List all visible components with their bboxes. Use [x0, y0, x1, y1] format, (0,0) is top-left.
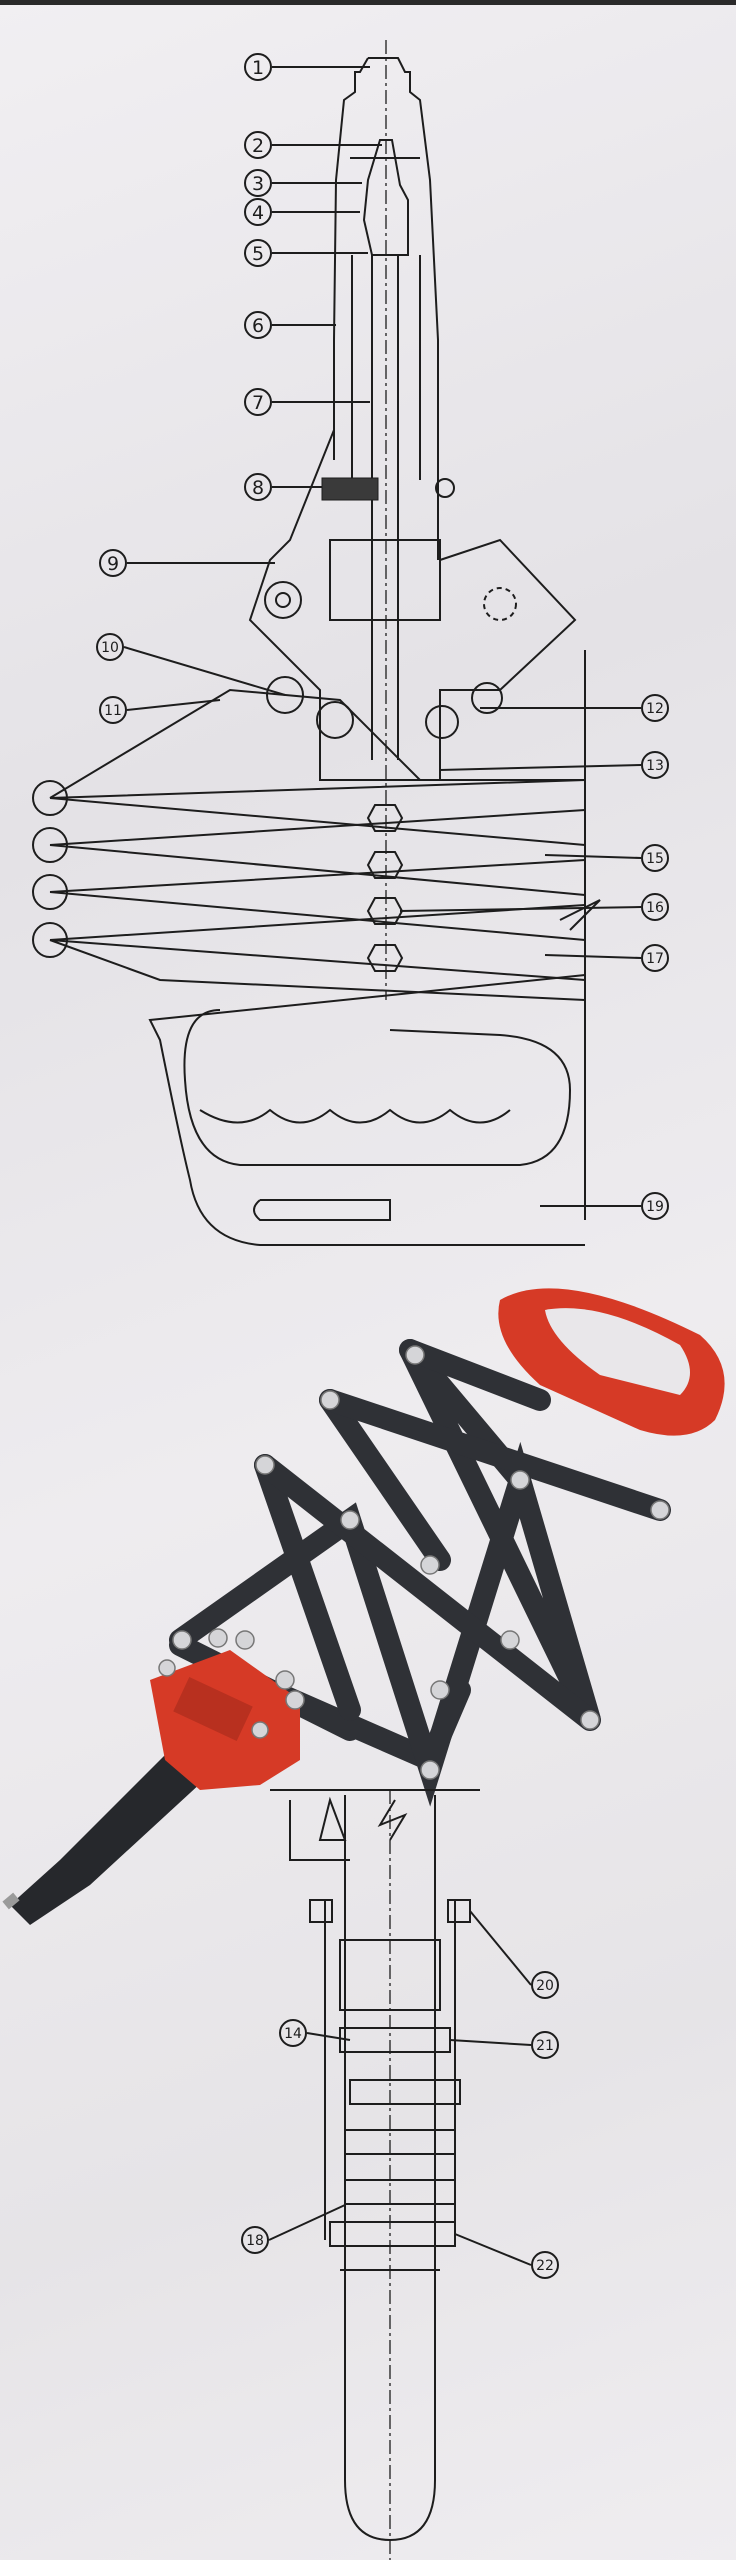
callout-number: 11 — [104, 703, 122, 719]
callout-circle — [244, 239, 272, 267]
callout-number: 14 — [284, 2026, 302, 2042]
callout-6: 6 — [244, 311, 336, 339]
callout-number: 17 — [646, 951, 664, 967]
callout-number: 18 — [246, 2233, 264, 2249]
callout-circle — [279, 2019, 307, 2047]
callout-number: 16 — [646, 900, 664, 916]
callout-circle — [641, 1192, 669, 1220]
callout-13: 13 — [439, 751, 669, 779]
callout-circle — [641, 944, 669, 972]
callout-10: 10 — [96, 633, 286, 696]
callout-19: 19 — [540, 1192, 669, 1220]
top-edge — [0, 0, 736, 5]
callout-16: 16 — [399, 893, 669, 921]
callout-circle — [531, 2251, 559, 2279]
callout-circle — [99, 549, 127, 577]
leader-line — [306, 2032, 351, 2041]
callout-number: 3 — [252, 173, 264, 195]
callout-7: 7 — [244, 388, 370, 416]
callout-circle — [641, 893, 669, 921]
callout-circle — [96, 633, 124, 661]
callout-circle — [241, 2226, 269, 2254]
leader-line — [123, 646, 286, 696]
scissor-linkage — [32, 779, 601, 981]
callout-number: 4 — [252, 202, 264, 224]
leader-line — [544, 954, 642, 959]
callout-circle — [244, 388, 272, 416]
callout-12: 12 — [480, 694, 669, 722]
callout-number: 12 — [646, 701, 664, 717]
leader-line — [544, 854, 642, 859]
callout-2: 2 — [244, 131, 382, 159]
callout-17: 17 — [544, 944, 669, 972]
callout-number: 5 — [252, 243, 264, 265]
leader-line — [126, 699, 221, 711]
callout-number: 19 — [646, 1199, 664, 1215]
callout-number: 15 — [646, 851, 664, 867]
callout-number: 20 — [536, 1978, 554, 1994]
callout-1: 1 — [244, 53, 370, 81]
callout-22: 22 — [454, 2233, 559, 2279]
callout-number: 2 — [252, 135, 264, 157]
callout-circle — [244, 311, 272, 339]
lower-section-drawing — [270, 1789, 480, 2560]
callout-circle — [531, 1971, 559, 1999]
callout-circle — [531, 2031, 559, 2059]
callout-number: 13 — [646, 758, 664, 774]
callout-circle — [244, 131, 272, 159]
callout-number: 22 — [536, 2258, 554, 2274]
leader-line — [399, 906, 642, 912]
leader-line — [268, 2204, 346, 2241]
callout-circle — [641, 844, 669, 872]
callout-14: 14 — [279, 2019, 351, 2047]
rivet-tool-photo — [2, 1288, 725, 1925]
callout-number: 21 — [536, 2038, 554, 2054]
callout-circle — [244, 53, 272, 81]
callout-15: 15 — [544, 844, 669, 872]
callout-number: 6 — [252, 315, 264, 337]
callout-number: 10 — [101, 640, 119, 656]
leader-line — [439, 764, 642, 771]
leader-line — [454, 2233, 532, 2266]
callout-circle — [99, 696, 127, 724]
callout-number: 7 — [252, 392, 264, 414]
callout-9: 9 — [99, 549, 275, 577]
callout-8: 8 — [244, 473, 322, 501]
callout-21: 21 — [449, 2031, 559, 2059]
leader-line — [469, 1910, 532, 1986]
callout-circle — [641, 694, 669, 722]
callout-circle — [244, 198, 272, 226]
callout-number: 8 — [252, 477, 264, 499]
callout-4: 4 — [244, 198, 360, 226]
callout-number: 9 — [107, 553, 119, 575]
callout-circle — [244, 473, 272, 501]
callout-3: 3 — [244, 169, 362, 197]
callout-18: 18 — [241, 2204, 346, 2254]
callout-20: 20 — [469, 1910, 559, 1999]
callout-11: 11 — [99, 696, 221, 724]
leader-line — [449, 2039, 532, 2046]
callout-number: 1 — [252, 57, 264, 79]
callout-5: 5 — [244, 239, 368, 267]
callout-circle — [641, 751, 669, 779]
callout-circle — [244, 169, 272, 197]
upper-section-drawing — [32, 40, 601, 1246]
